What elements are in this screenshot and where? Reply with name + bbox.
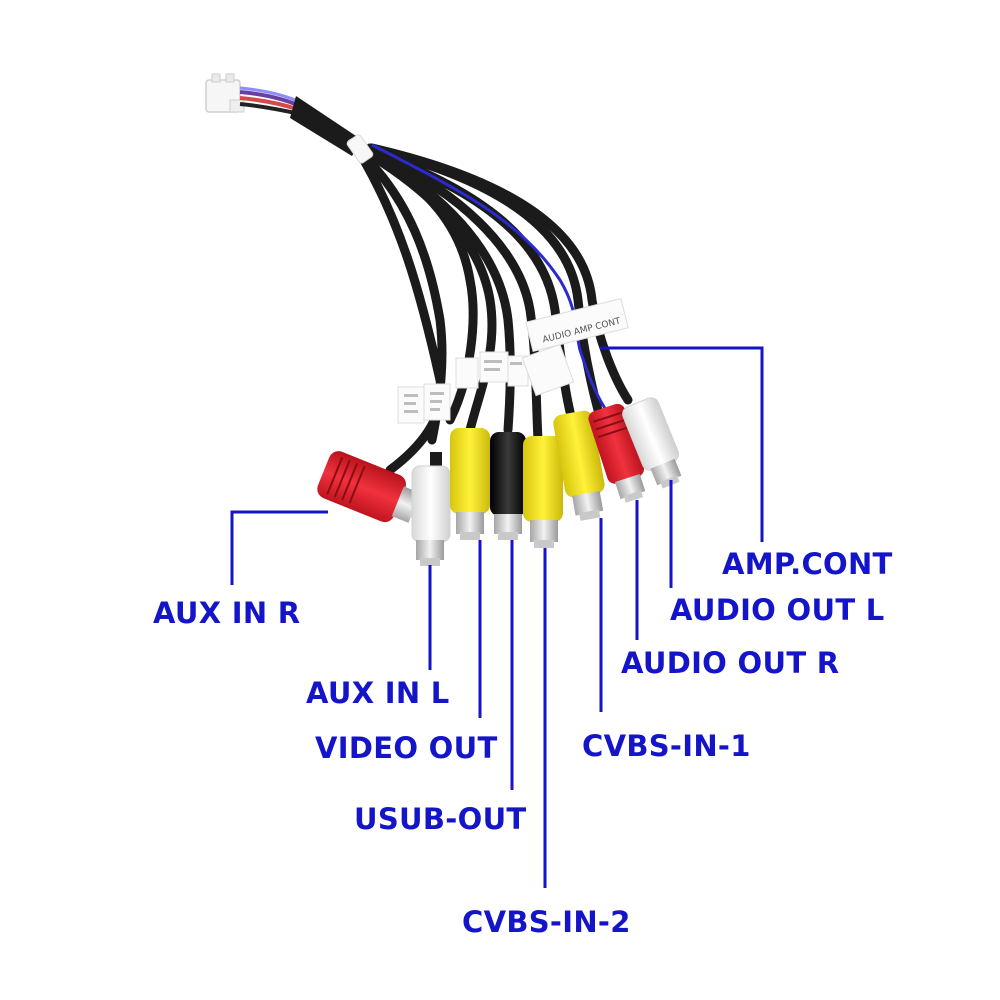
harness-connector [205,73,371,163]
leader-lines [230,346,764,888]
rca-plug-audio-out-l [622,397,682,489]
leader-aux-in-r [230,510,328,585]
rca-plug-aux-in-r [317,451,422,523]
label-audio-out-l: AUDIO OUT L [670,593,885,627]
rca-plug-cvbs-in-2 [523,436,563,548]
label-amp-cont: AMP.CONT [722,547,893,581]
rca-plug-aux-in-l [411,452,451,566]
rca-plug-video-out [450,428,490,540]
label-aux-in-r: AUX IN R [153,596,301,630]
leader-amp-cont [600,346,764,542]
cable-tags: AUDIO AMP CONT [397,297,629,424]
label-video-out: VIDEO OUT [315,731,498,765]
label-cvbs-in-1: CVBS-IN-1 [582,729,751,763]
rca-plug-audio-out-r [588,403,646,503]
rca-plug-cvbs-in-1 [553,410,605,521]
label-cvbs-in-2: CVBS-IN-2 [462,905,631,939]
label-aux-in-l: AUX IN L [306,676,450,710]
label-usub-out: USUB-OUT [354,802,527,836]
label-audio-out-r: AUDIO OUT R [621,646,840,680]
rca-plug-usub-out [490,432,526,540]
